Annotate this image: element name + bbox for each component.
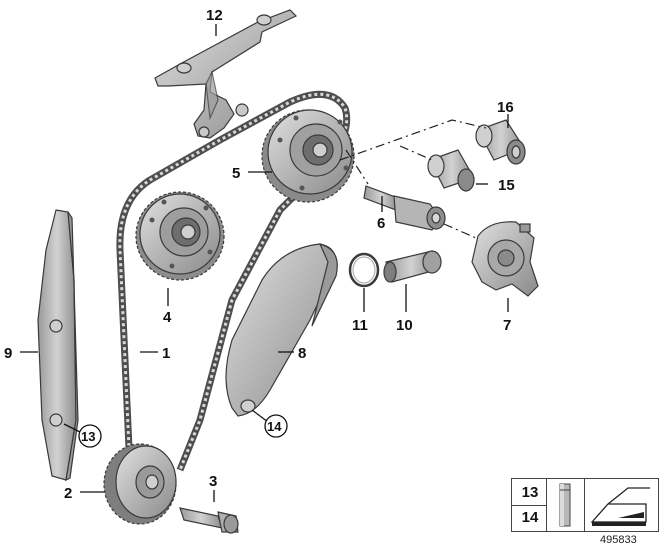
callout-11: 11 bbox=[352, 317, 368, 334]
legend-symbol-icon bbox=[590, 487, 650, 526]
callout-5: 5 bbox=[232, 165, 240, 182]
intake-camshaft-sprocket bbox=[135, 191, 225, 281]
upper-guide-rail bbox=[154, 9, 298, 139]
callout-2: 2 bbox=[64, 485, 72, 502]
callout-12: 12 bbox=[206, 7, 223, 24]
callout-10: 10 bbox=[396, 317, 413, 334]
chain-tensioner bbox=[383, 250, 442, 283]
callout-15: 15 bbox=[498, 177, 515, 194]
callout-3: 3 bbox=[209, 473, 217, 490]
crankshaft-sprocket bbox=[103, 443, 177, 525]
callout-9: 9 bbox=[4, 345, 12, 362]
control-valve-15 bbox=[427, 149, 475, 192]
callout-14: 14 bbox=[267, 419, 282, 434]
control-valve-16 bbox=[475, 119, 526, 165]
diagram-id: 495833 bbox=[600, 534, 637, 546]
callout-14-circled: 14 bbox=[264, 414, 288, 438]
legend-pin-icon bbox=[559, 483, 571, 527]
callout-8: 8 bbox=[298, 345, 306, 362]
legend-divider bbox=[546, 478, 547, 532]
legend-numbers: 13 14 bbox=[514, 480, 546, 530]
legend-item-14: 14 bbox=[521, 509, 539, 526]
callouts: 12 5 6 15 16 4 11 10 7 8 1 9 2 3 13 14 bbox=[4, 7, 515, 502]
o-ring bbox=[348, 252, 380, 288]
exhaust-camshaft-sprocket bbox=[261, 109, 355, 203]
legend-divider bbox=[511, 505, 546, 506]
callout-13-circled: 13 bbox=[78, 424, 102, 448]
legend-divider bbox=[584, 478, 585, 532]
callout-4: 4 bbox=[163, 309, 172, 326]
tensioner-rail bbox=[37, 209, 79, 482]
legend-item-13: 13 bbox=[521, 484, 539, 501]
central-bolt bbox=[179, 507, 239, 534]
solenoid-valve bbox=[471, 221, 539, 297]
callout-13: 13 bbox=[81, 429, 95, 444]
callout-7: 7 bbox=[503, 317, 511, 334]
alignment-lines bbox=[339, 119, 487, 239]
callout-1: 1 bbox=[162, 345, 170, 362]
vanos-central-valve bbox=[363, 185, 446, 231]
leader-lines bbox=[20, 24, 509, 502]
callout-16: 16 bbox=[497, 99, 514, 116]
chain-guide-rail bbox=[225, 243, 338, 417]
callout-6: 6 bbox=[377, 215, 385, 232]
